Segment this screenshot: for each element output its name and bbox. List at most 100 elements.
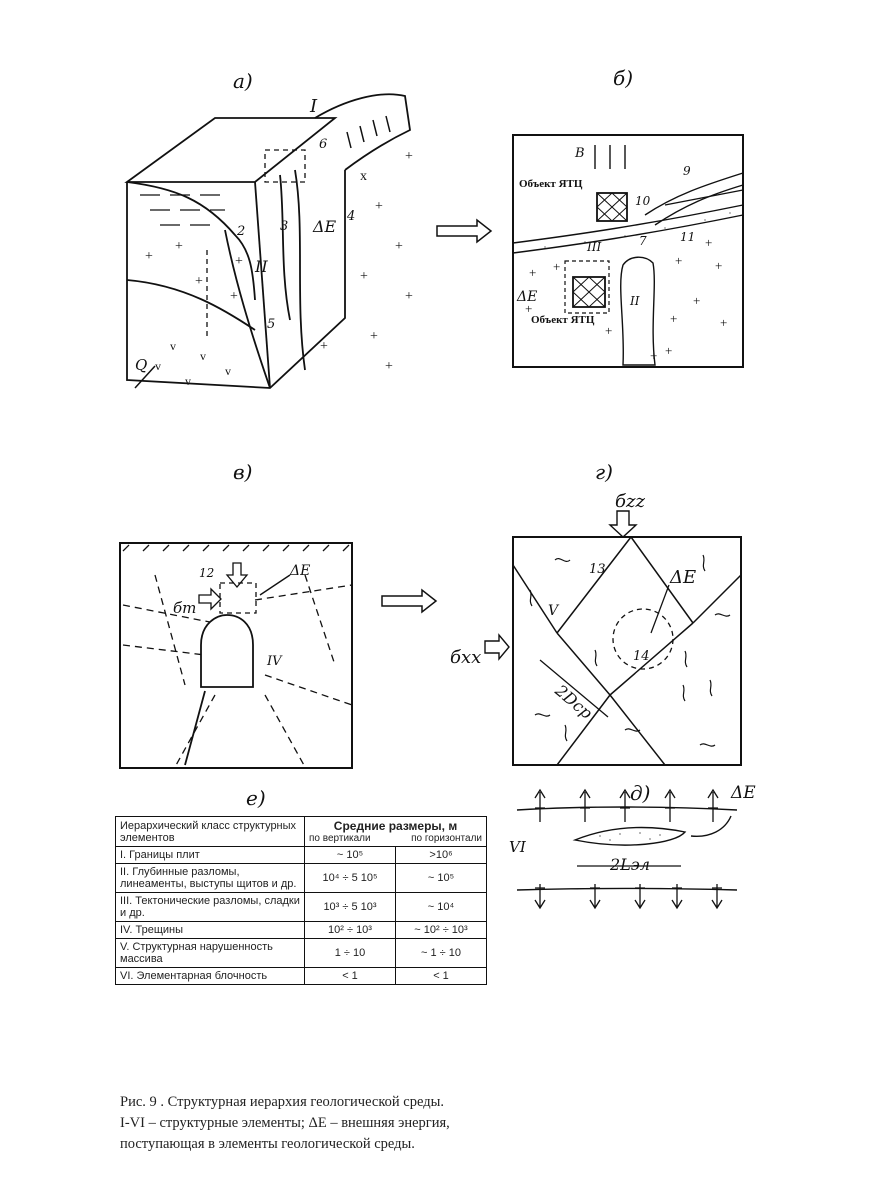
panel-d-two-l: 2Lэл: [609, 855, 650, 874]
svg-text:+: +: [145, 249, 153, 264]
panel-a-num-3: 3: [280, 219, 288, 234]
panel-b-num-11: 11: [680, 230, 695, 244]
svg-text:+: +: [529, 265, 536, 280]
panel-b-diagram: б) B Объект ЯТЦ 9 10 7 11 III II ΔE Объе…: [512, 66, 744, 368]
svg-text:+: +: [670, 311, 677, 326]
panel-b-num-9: 9: [683, 164, 691, 178]
table-row: I. Границы плит ~ 10⁵ >10⁶: [115, 846, 487, 864]
panel-a-num-6: 6: [319, 137, 327, 152]
panel-a-num-4: 4: [346, 209, 355, 224]
svg-text:+: +: [693, 293, 700, 308]
table-header-horizontal: по горизонтали: [411, 833, 482, 844]
svg-text:+: +: [175, 239, 183, 254]
arrow-a-to-b: [436, 218, 493, 244]
panel-a-num-5: 5: [267, 317, 275, 332]
svg-text:v: v: [200, 349, 206, 363]
table-cell-horizontal: ~ 10⁴: [395, 892, 487, 922]
panel-g-two-d: 2Dср: [551, 680, 596, 722]
svg-text:+: +: [675, 253, 682, 268]
svg-text:+: +: [385, 359, 393, 374]
table-cell-vertical: < 1: [304, 967, 396, 985]
panel-v-num-12: 12: [199, 566, 214, 580]
svg-text:+: +: [605, 323, 612, 338]
panel-e-label: е): [246, 786, 266, 810]
svg-text:+: +: [195, 274, 203, 289]
panel-g-roman-5: V: [548, 603, 560, 619]
arrow-v-to-g: [381, 588, 438, 614]
table-header-row: Иерархический класс структурных элементо…: [115, 816, 487, 847]
svg-text:v: v: [155, 359, 161, 373]
panel-b-num-7: 7: [639, 234, 647, 248]
table-cell-name: II. Глубинные разломы, линеаменты, высту…: [115, 863, 305, 893]
table-cell-name: IV. Трещины: [115, 921, 305, 939]
panel-a-num-2: 2: [236, 224, 245, 239]
panel-g-sigma-xx: бxx: [450, 647, 481, 668]
panel-v-label: в): [233, 460, 252, 484]
table-cell-name: VI. Элементарная блочность: [115, 967, 305, 985]
svg-text:+: +: [553, 259, 560, 274]
svg-text:+: +: [370, 329, 378, 344]
panel-b-roman-2: II: [629, 294, 640, 308]
panel-b-object-top: Объект ЯТЦ: [519, 178, 583, 190]
svg-text:+: +: [715, 258, 722, 273]
panel-g-diagram: г) бzz бxx ΔE 14 13 V 2Dср: [450, 460, 742, 766]
panel-g-num-14: 14: [633, 649, 650, 664]
table-cell-vertical: 10³ ÷ 5 10³: [304, 892, 396, 922]
svg-text:+: +: [235, 254, 243, 269]
svg-text:+: +: [405, 149, 413, 164]
panel-b-label: б): [613, 66, 633, 90]
table-header-class: Иерархический класс структурных элементо…: [115, 816, 305, 847]
svg-text:+: +: [395, 239, 403, 254]
svg-text:v: v: [170, 339, 176, 353]
table-cell-name: V. Структурная нарушенность массива: [115, 938, 305, 968]
panel-a-delta: ΔE: [312, 217, 337, 236]
panel-b-letter-b: B: [574, 146, 585, 161]
panel-b-roman-3: III: [586, 240, 601, 254]
table-cell-vertical: ~ 10⁵: [304, 846, 396, 864]
table-row: III. Тектонические разломы, сладки и др.…: [115, 892, 487, 922]
panel-b-object-bottom: Объект ЯТЦ: [531, 314, 595, 326]
panel-v-roman-4: IV: [266, 654, 283, 669]
panel-a-label: а): [233, 70, 253, 93]
figure-caption: Рис. 9 . Структурная иерархия геологичес…: [120, 1092, 560, 1155]
caption-line-1: Рис. 9 . Структурная иерархия геологичес…: [120, 1094, 444, 1110]
panel-d-roman-6: VI: [509, 838, 527, 856]
table-cell-horizontal: ~ 1 ÷ 10: [395, 938, 487, 968]
panel-g-delta: ΔE: [669, 567, 696, 588]
caption-line-2: I-VI – структурные элементы; ΔE – внешня…: [120, 1115, 450, 1131]
svg-text:+: +: [720, 315, 727, 330]
table-cell-horizontal: < 1: [395, 967, 487, 985]
svg-text:+: +: [650, 348, 657, 363]
svg-text:+: +: [705, 235, 712, 250]
table-cell-vertical: 10² ÷ 10³: [304, 921, 396, 939]
svg-text:+: +: [375, 199, 383, 214]
svg-text:x: x: [360, 169, 367, 184]
table-cell-name: III. Тектонические разломы, сладки и др.: [115, 892, 305, 922]
panel-b-delta: ΔE: [516, 289, 537, 305]
panel-a-roman-1: I: [309, 96, 318, 117]
panel-b-num-10: 10: [635, 194, 651, 208]
svg-text:v: v: [225, 364, 231, 378]
svg-text:+: +: [525, 301, 532, 316]
panel-g-sigma-zz: бzz: [615, 491, 645, 512]
table-cell-horizontal: >10⁶: [395, 846, 487, 864]
table-cell-horizontal: ~ 10² ÷ 10³: [395, 921, 487, 939]
table-row: VI. Элементарная блочность < 1 < 1: [115, 967, 487, 985]
svg-text:+: +: [230, 289, 238, 304]
panel-a-roman-2: II: [254, 257, 268, 276]
panel-g-label: г): [595, 460, 613, 484]
caption-line-3: поступающая в элементы геологической сре…: [120, 1136, 415, 1152]
svg-text:+: +: [665, 343, 672, 358]
hierarchy-table: Иерархический класс структурных элементо…: [115, 816, 487, 985]
panel-d-diagram: д) ΔE VI 2Lэл: [509, 781, 756, 910]
table-row: II. Глубинные разломы, линеаменты, высту…: [115, 863, 487, 893]
table-header-vertical: по вертикали: [309, 833, 371, 844]
table-cell-vertical: 10⁴ ÷ 5 10⁵: [304, 863, 396, 893]
panel-v-diagram: в) 12 бт ΔE IV: [119, 460, 353, 769]
svg-text:+: +: [320, 339, 328, 354]
svg-text:+: +: [360, 269, 368, 284]
table-cell-horizontal: ~ 10⁵: [395, 863, 487, 893]
panel-a-diagram: а) I +++ +++ +++ +++ +x vvv vv 2 3 4: [124, 70, 413, 389]
svg-text:v: v: [185, 374, 191, 388]
table-cell-name: I. Границы плит: [115, 846, 305, 864]
